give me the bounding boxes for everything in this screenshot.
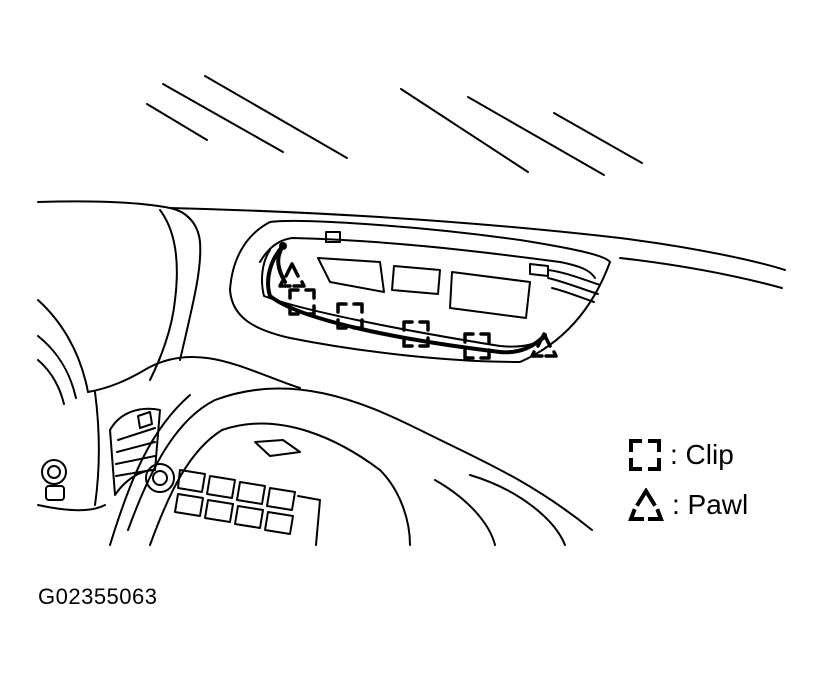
pawl-marker xyxy=(278,262,306,288)
windshield-reflection-lines xyxy=(146,75,643,176)
instrument-cluster xyxy=(37,299,301,512)
side-air-vent xyxy=(109,407,161,496)
clip-marker xyxy=(402,320,430,348)
pawl-triangle-icon xyxy=(628,488,664,521)
clip-marker xyxy=(336,302,364,330)
center-vent-panel xyxy=(229,219,611,363)
pawl-markers xyxy=(278,262,558,358)
center-console xyxy=(109,387,593,546)
legend-pawl: : Pawl xyxy=(628,488,748,522)
panel-removal-outline xyxy=(266,242,547,355)
clip-marker xyxy=(288,288,316,316)
dashboard-outline xyxy=(37,200,786,381)
figure-id: G02355063 xyxy=(38,584,158,609)
legend-clip-label: : Clip xyxy=(670,439,734,470)
clip-bracket-icon xyxy=(629,439,661,471)
pawl-marker xyxy=(530,332,558,358)
legend-clip: : Clip xyxy=(628,438,734,472)
clip-marker xyxy=(463,332,491,360)
clip-markers xyxy=(288,288,491,360)
legend-pawl-label: : Pawl xyxy=(672,489,749,520)
